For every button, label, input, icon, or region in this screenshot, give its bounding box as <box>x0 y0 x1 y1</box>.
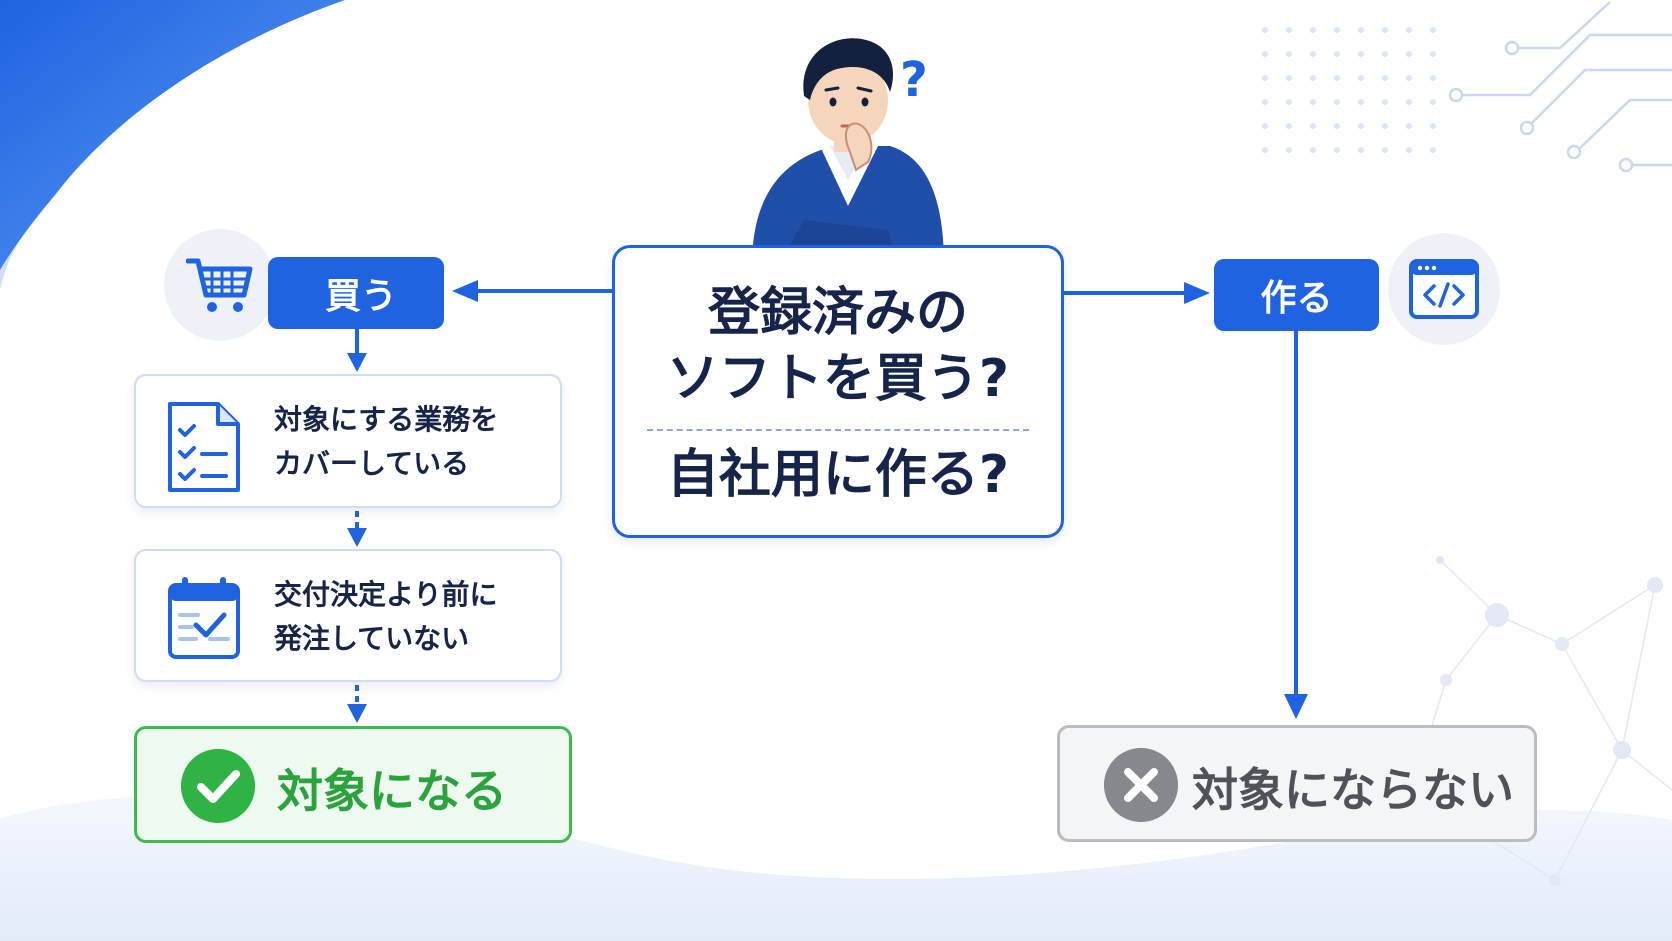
arrow-buy-to-condition1 <box>347 329 367 372</box>
make-option-label: 作る <box>1214 259 1379 331</box>
result-eligible: 対象になる <box>134 726 572 843</box>
condition-no-prior-order: 交付決定より前に 発注していない <box>134 549 562 682</box>
buy-option-label: 買う <box>268 257 444 329</box>
arrow-to-make <box>1064 282 1210 304</box>
svg-text:?: ? <box>900 52 928 108</box>
arrow-make-to-result <box>1284 331 1308 719</box>
checklist-document-icon <box>168 402 240 492</box>
question-make-text: 自社用に作る? <box>666 445 1010 505</box>
condition-covers-business-text: 対象にする業務を カバーしている <box>274 403 499 480</box>
thinking-person-illustration: ? <box>752 38 944 266</box>
check-circle-icon <box>181 749 255 823</box>
central-question-box: 登録済みの ソフトを買う? 自社用に作る? <box>612 245 1064 538</box>
arrow-to-buy <box>452 280 612 302</box>
result-not-eligible-text: 対象にならない <box>1192 763 1514 817</box>
result-eligible-text: 対象になる <box>277 764 507 818</box>
condition-no-prior-order-text: 交付決定より前に 発注していない <box>274 578 498 655</box>
x-circle-icon <box>1104 748 1178 822</box>
question-divider <box>647 429 1029 431</box>
calendar-check-icon <box>168 577 240 659</box>
code-window-icon <box>1388 233 1500 345</box>
result-not-eligible: 対象にならない <box>1057 725 1537 842</box>
condition-covers-business: 対象にする業務を カバーしている <box>134 374 562 508</box>
arrow-condition1-to-condition2 <box>347 511 367 547</box>
arrow-condition2-to-result <box>347 685 367 723</box>
shopping-cart-icon <box>164 229 276 341</box>
question-buy-text: 登録済みの ソフトを買う? <box>666 283 1010 409</box>
